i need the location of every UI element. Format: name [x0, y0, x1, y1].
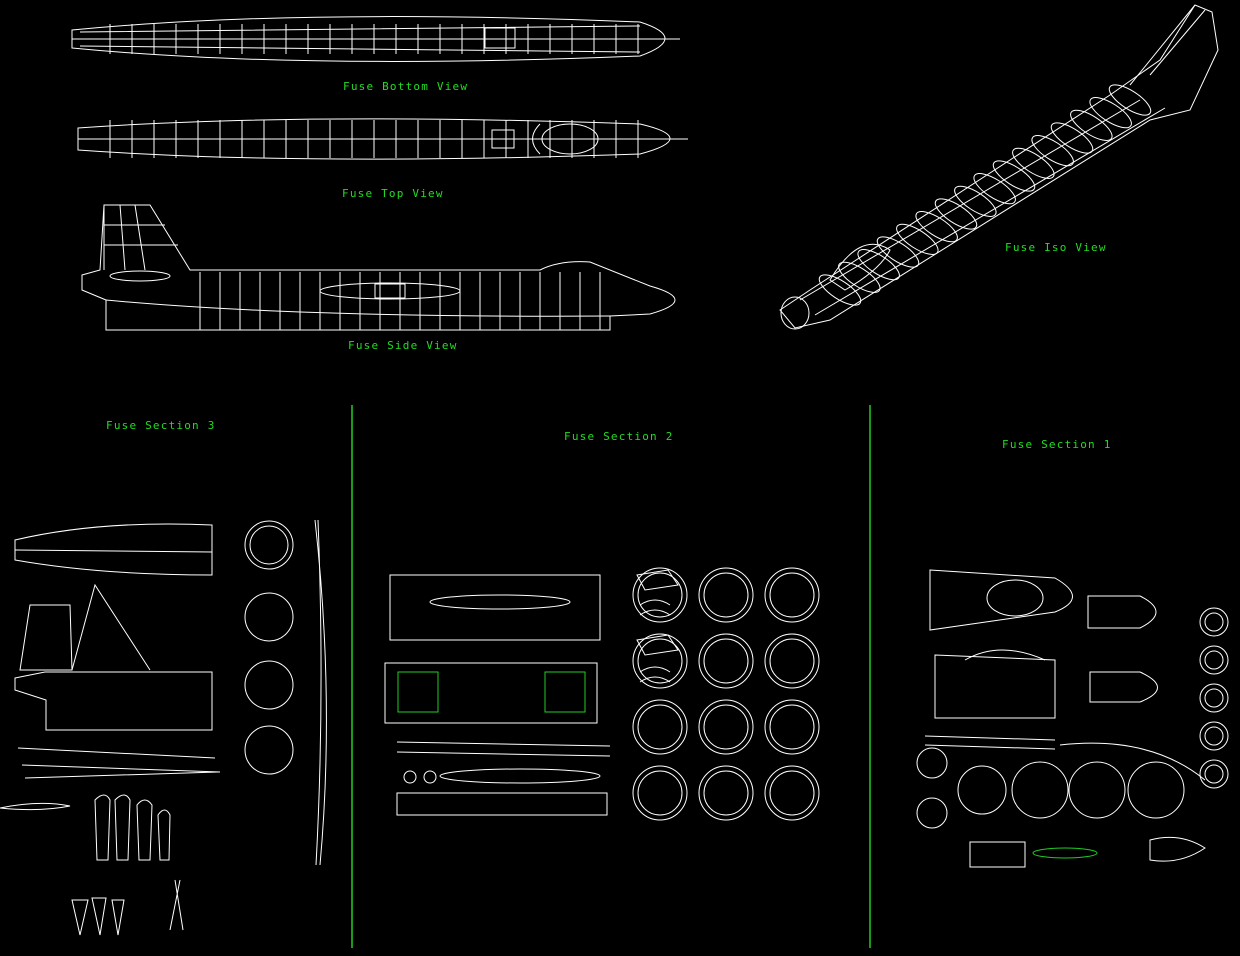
iso-ring: [1031, 135, 1074, 167]
former-inner: [703, 638, 749, 684]
former-inner: [637, 704, 683, 750]
former-inner: [1204, 650, 1224, 670]
former-ring: [764, 567, 820, 623]
fuse-section-3-label: Fuse Section 3: [106, 419, 216, 432]
fuse-section-1-label: Fuse Section 1: [1002, 438, 1112, 451]
fuse-bottom-view-label: Fuse Bottom View: [343, 80, 469, 93]
former-ring: [957, 765, 1007, 815]
fuse-top-view-label: Fuse Top View: [342, 187, 444, 200]
former-ring: [1068, 761, 1126, 819]
former-ring: [1199, 607, 1229, 637]
iso-ring: [1050, 122, 1094, 154]
fuse-top-view: [77, 118, 688, 160]
iso-ring: [1012, 147, 1055, 179]
iso-ring: [876, 236, 920, 268]
iso-ring: [896, 223, 939, 255]
former-ring: [1199, 683, 1229, 713]
fuse-section-1-parts: [916, 569, 1206, 868]
former-inner: [769, 770, 815, 816]
former-inner: [769, 704, 815, 750]
iso-ring: [838, 261, 881, 293]
former-ring: [632, 765, 688, 821]
former-ring: [698, 765, 754, 821]
former-inner: [1204, 612, 1224, 632]
former-ring: [632, 699, 688, 755]
former-ring: [1127, 761, 1185, 819]
fuse-section-3-parts: [0, 519, 327, 936]
iso-ring: [1108, 84, 1152, 116]
iso-ring: [954, 185, 997, 217]
section-1-formers: [957, 607, 1229, 819]
former-ring: [1199, 645, 1229, 675]
former-inner: [703, 770, 749, 816]
former-inner: [637, 770, 683, 816]
iso-ring: [818, 274, 862, 306]
former-ring: [764, 765, 820, 821]
former-inner: [703, 572, 749, 618]
iso-ring: [857, 249, 900, 281]
former-ring: [632, 567, 688, 623]
former-inner: [637, 572, 683, 618]
former-ring: [698, 567, 754, 623]
iso-ring: [934, 198, 978, 230]
iso-ring: [992, 160, 1036, 192]
former-ring: [1199, 721, 1229, 751]
fuse-side-view-label: Fuse Side View: [348, 339, 458, 352]
former-inner: [769, 638, 815, 684]
former-ring: [764, 699, 820, 755]
former-inner: [1204, 764, 1224, 784]
former-inner: [703, 704, 749, 750]
fuse-bottom-view: [71, 16, 680, 62]
former-ring: [632, 633, 688, 689]
former-inner: [1204, 688, 1224, 708]
iso-ring: [973, 173, 1016, 205]
iso-ring: [1070, 109, 1113, 141]
fuse-iso-view-label: Fuse Iso View: [1005, 241, 1107, 254]
former-ring: [698, 699, 754, 755]
former-inner: [1204, 726, 1224, 746]
former-inner: [769, 572, 815, 618]
iso-ring: [1089, 97, 1132, 129]
fuse-side-view: [81, 204, 676, 331]
section-2-formers: [632, 567, 820, 821]
former-inner: [637, 638, 683, 684]
former-ring: [1011, 761, 1069, 819]
fuse-iso-view: [779, 4, 1219, 330]
former-ring: [764, 633, 820, 689]
former-ring: [1199, 759, 1229, 789]
iso-ring: [915, 211, 958, 243]
fuse-section-2-label: Fuse Section 2: [564, 430, 674, 443]
fuse-section-2-parts: [384, 569, 679, 816]
former-ring: [698, 633, 754, 689]
